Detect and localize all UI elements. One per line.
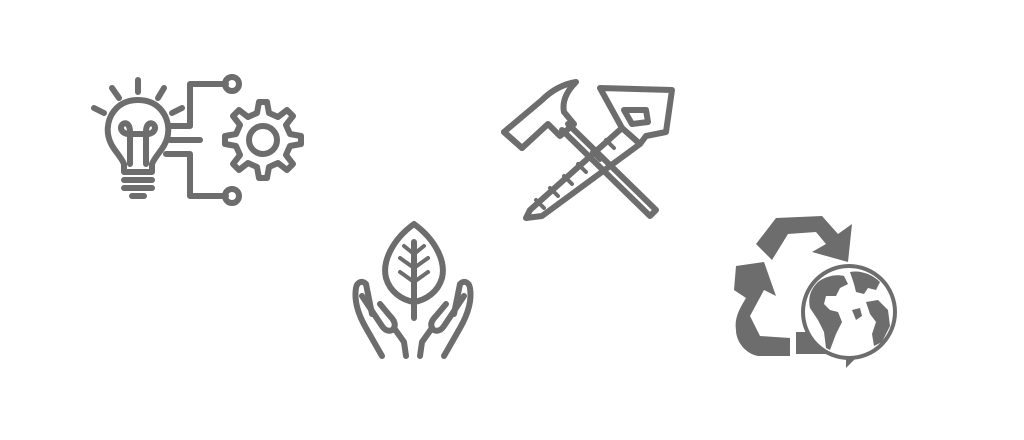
hands-leaf-icon (348, 218, 478, 366)
lightbulb-gear-circuit-icon (86, 70, 306, 210)
recycle-globe-icon (726, 210, 904, 368)
hammer-saw-tools-icon (496, 72, 686, 224)
